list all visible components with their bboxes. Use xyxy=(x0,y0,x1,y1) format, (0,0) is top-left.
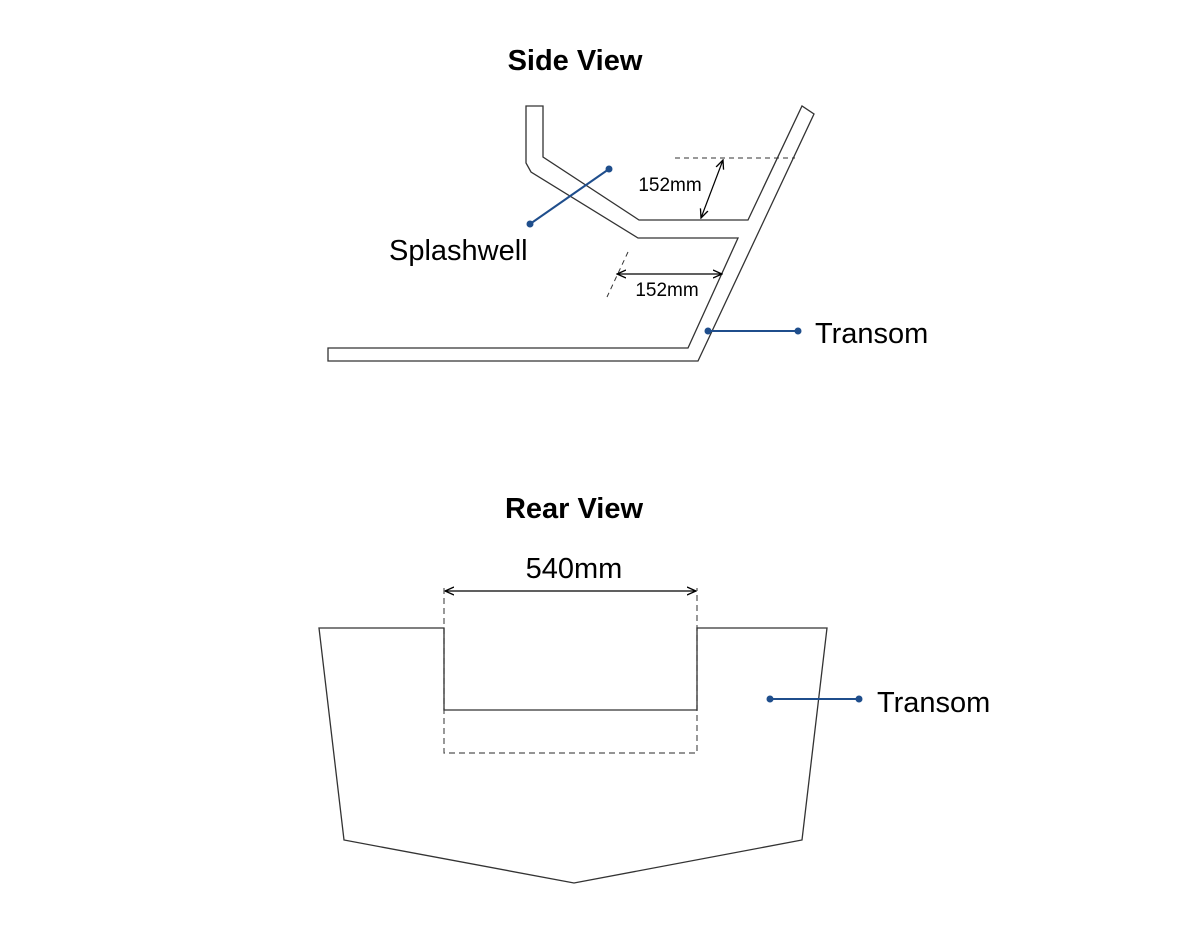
dimension-arrow-top xyxy=(701,160,723,218)
rear-dimension-label: 540mm xyxy=(526,553,623,585)
side-view-hull-outline xyxy=(327,105,815,362)
rear-transom-label: Transom xyxy=(877,687,990,719)
splashwell-label: Splashwell xyxy=(389,235,528,267)
splashwell-leader xyxy=(526,165,613,228)
side-transom-leader xyxy=(704,327,802,335)
dimension-label-top: 152mm xyxy=(638,175,701,196)
rear-transom-leader xyxy=(766,695,863,703)
side-view-title: Side View xyxy=(508,45,643,77)
rear-transom-outline xyxy=(318,627,828,884)
rear-cutout-dashed-outline xyxy=(443,588,698,754)
dimension-label-bottom: 152mm xyxy=(635,280,698,301)
side-transom-label: Transom xyxy=(815,318,928,350)
rear-view-title: Rear View xyxy=(505,493,644,525)
